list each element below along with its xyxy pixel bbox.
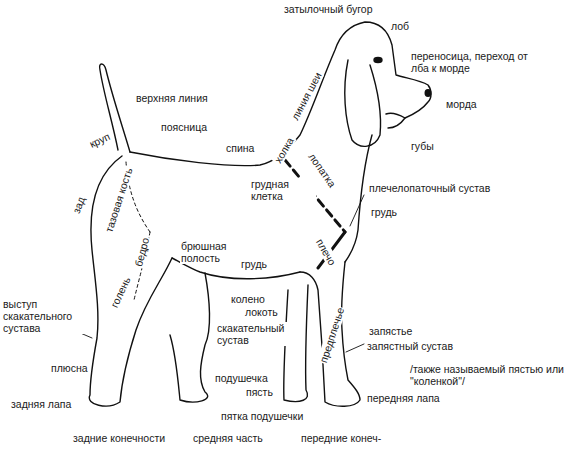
dog-nose bbox=[425, 89, 432, 97]
part-label: голень bbox=[107, 274, 132, 310]
part-label: холка bbox=[271, 134, 296, 166]
part-label: лоб bbox=[390, 20, 410, 32]
dog-ear bbox=[345, 60, 381, 146]
part-label: подушечка bbox=[214, 372, 269, 384]
part-label: тазовая кость bbox=[102, 165, 135, 234]
part-label: зад bbox=[69, 194, 87, 216]
part-label: /также называемый пястью или "коленкой"/ bbox=[409, 363, 576, 387]
part-label: передние конеч- bbox=[300, 432, 382, 444]
dog-mouth bbox=[386, 113, 405, 118]
part-label: грудная клетка bbox=[250, 178, 316, 202]
part-label: линия шеи bbox=[288, 69, 324, 123]
part-label: грудь bbox=[240, 258, 268, 270]
part-label: задняя лапа bbox=[10, 398, 72, 410]
dog-hind-leg bbox=[89, 156, 172, 406]
dog-front-leg bbox=[300, 262, 360, 406]
part-label: бедро bbox=[132, 235, 152, 268]
part-label: плечелопаточный сустав bbox=[368, 182, 491, 194]
part-label: круп bbox=[87, 130, 113, 151]
part-label: средняя часть bbox=[192, 432, 264, 444]
part-label: верхняя линия bbox=[135, 92, 209, 104]
part-label: запястье bbox=[368, 325, 413, 337]
leader-line bbox=[346, 344, 364, 352]
part-label: пясть bbox=[245, 386, 274, 398]
dog-far-hind-leg bbox=[170, 273, 210, 402]
part-label: губы bbox=[410, 140, 435, 152]
part-label: локоть bbox=[244, 306, 279, 318]
part-label: плечо bbox=[313, 236, 339, 269]
dog-back-head bbox=[130, 22, 431, 166]
leader-line bbox=[350, 195, 364, 226]
part-label: задние конечности bbox=[72, 432, 166, 444]
part-label: переносица, переход от лба к морде bbox=[410, 50, 530, 74]
dog-chest bbox=[345, 135, 372, 262]
part-label: грудь bbox=[370, 206, 398, 218]
part-label: передняя лапа bbox=[366, 392, 441, 404]
part-label: морда bbox=[445, 98, 478, 110]
part-label: плюсна bbox=[50, 362, 89, 374]
part-label: спина bbox=[225, 142, 255, 154]
part-label: затылочный бугор bbox=[283, 3, 374, 15]
part-label: пятка подушечки bbox=[220, 410, 304, 422]
part-label: поясница bbox=[160, 121, 208, 133]
part-label: скакательный сустав bbox=[216, 322, 300, 346]
part-label: выступ скакательного сустава bbox=[2, 298, 86, 334]
part-label: запястный сустав bbox=[366, 340, 454, 352]
part-label: колено bbox=[230, 293, 266, 305]
part-label: брюшная полость bbox=[180, 240, 240, 264]
dog-eye bbox=[374, 58, 382, 63]
